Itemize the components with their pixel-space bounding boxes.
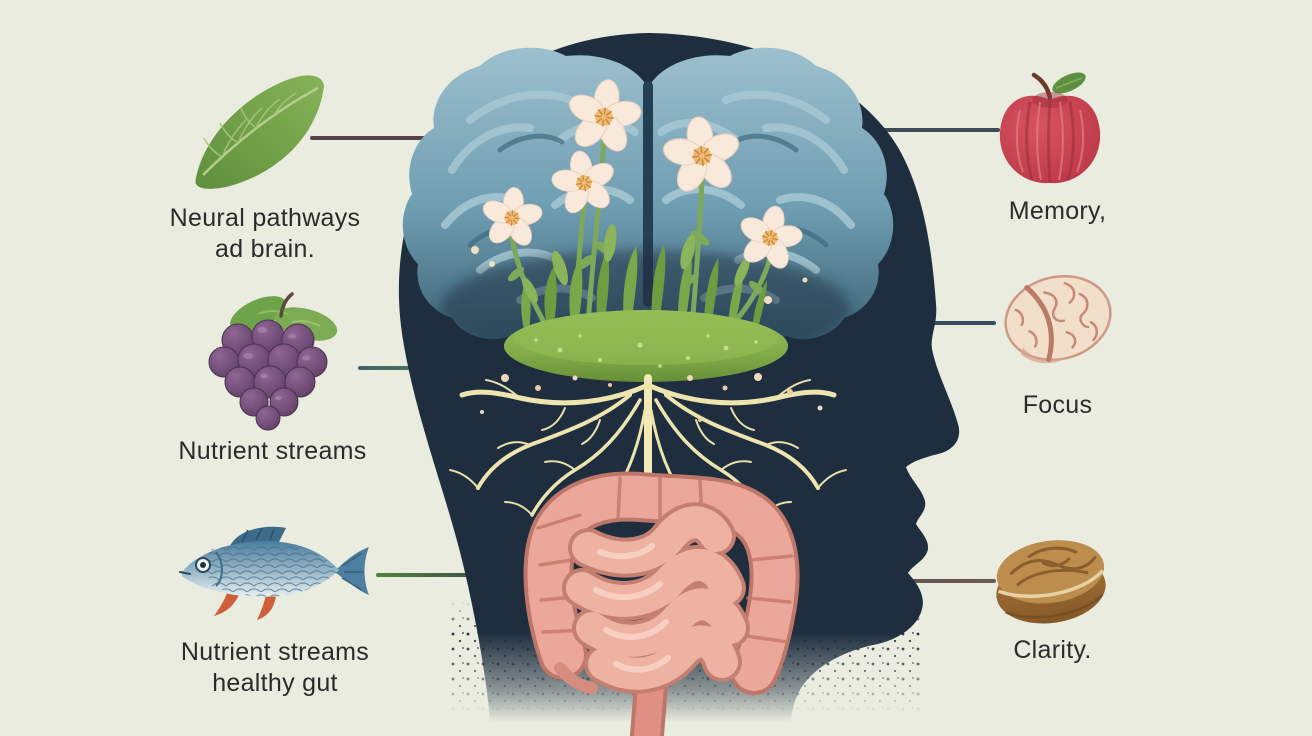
label-line: Focus	[1022, 391, 1093, 419]
label-line: Memory,	[1008, 197, 1107, 225]
label-line: Clarity.	[1013, 636, 1092, 664]
brain-garden	[476, 73, 811, 382]
label-neural-pathways: Neural pathways ad brain.	[130, 203, 400, 265]
intestines-illustration	[523, 471, 800, 736]
label-line: Nutrient streams	[180, 638, 370, 666]
grass-blades	[521, 224, 767, 332]
label-line: healthy gut	[212, 669, 338, 697]
walnut-kernel-icon	[993, 260, 1123, 383]
walnut-shell-icon	[988, 528, 1113, 638]
label-line: ad brain.	[215, 235, 315, 263]
label-nutrient-streams: Nutrient streams	[130, 436, 415, 467]
fish-icon	[170, 520, 375, 630]
label-clarity: Clarity.	[945, 635, 1160, 666]
label-focus: Focus	[950, 390, 1165, 421]
grapes-icon	[196, 286, 366, 436]
apple-icon	[990, 70, 1110, 200]
nutrient-dots	[471, 246, 823, 422]
garden-mound	[504, 310, 788, 382]
leaf-icon	[178, 60, 338, 205]
label-memory: Memory,	[950, 196, 1165, 227]
label-healthy-gut: Nutrient streams healthy gut	[130, 637, 420, 699]
label-line: Nutrient streams	[178, 437, 367, 465]
label-line: Neural pathways	[169, 204, 361, 232]
